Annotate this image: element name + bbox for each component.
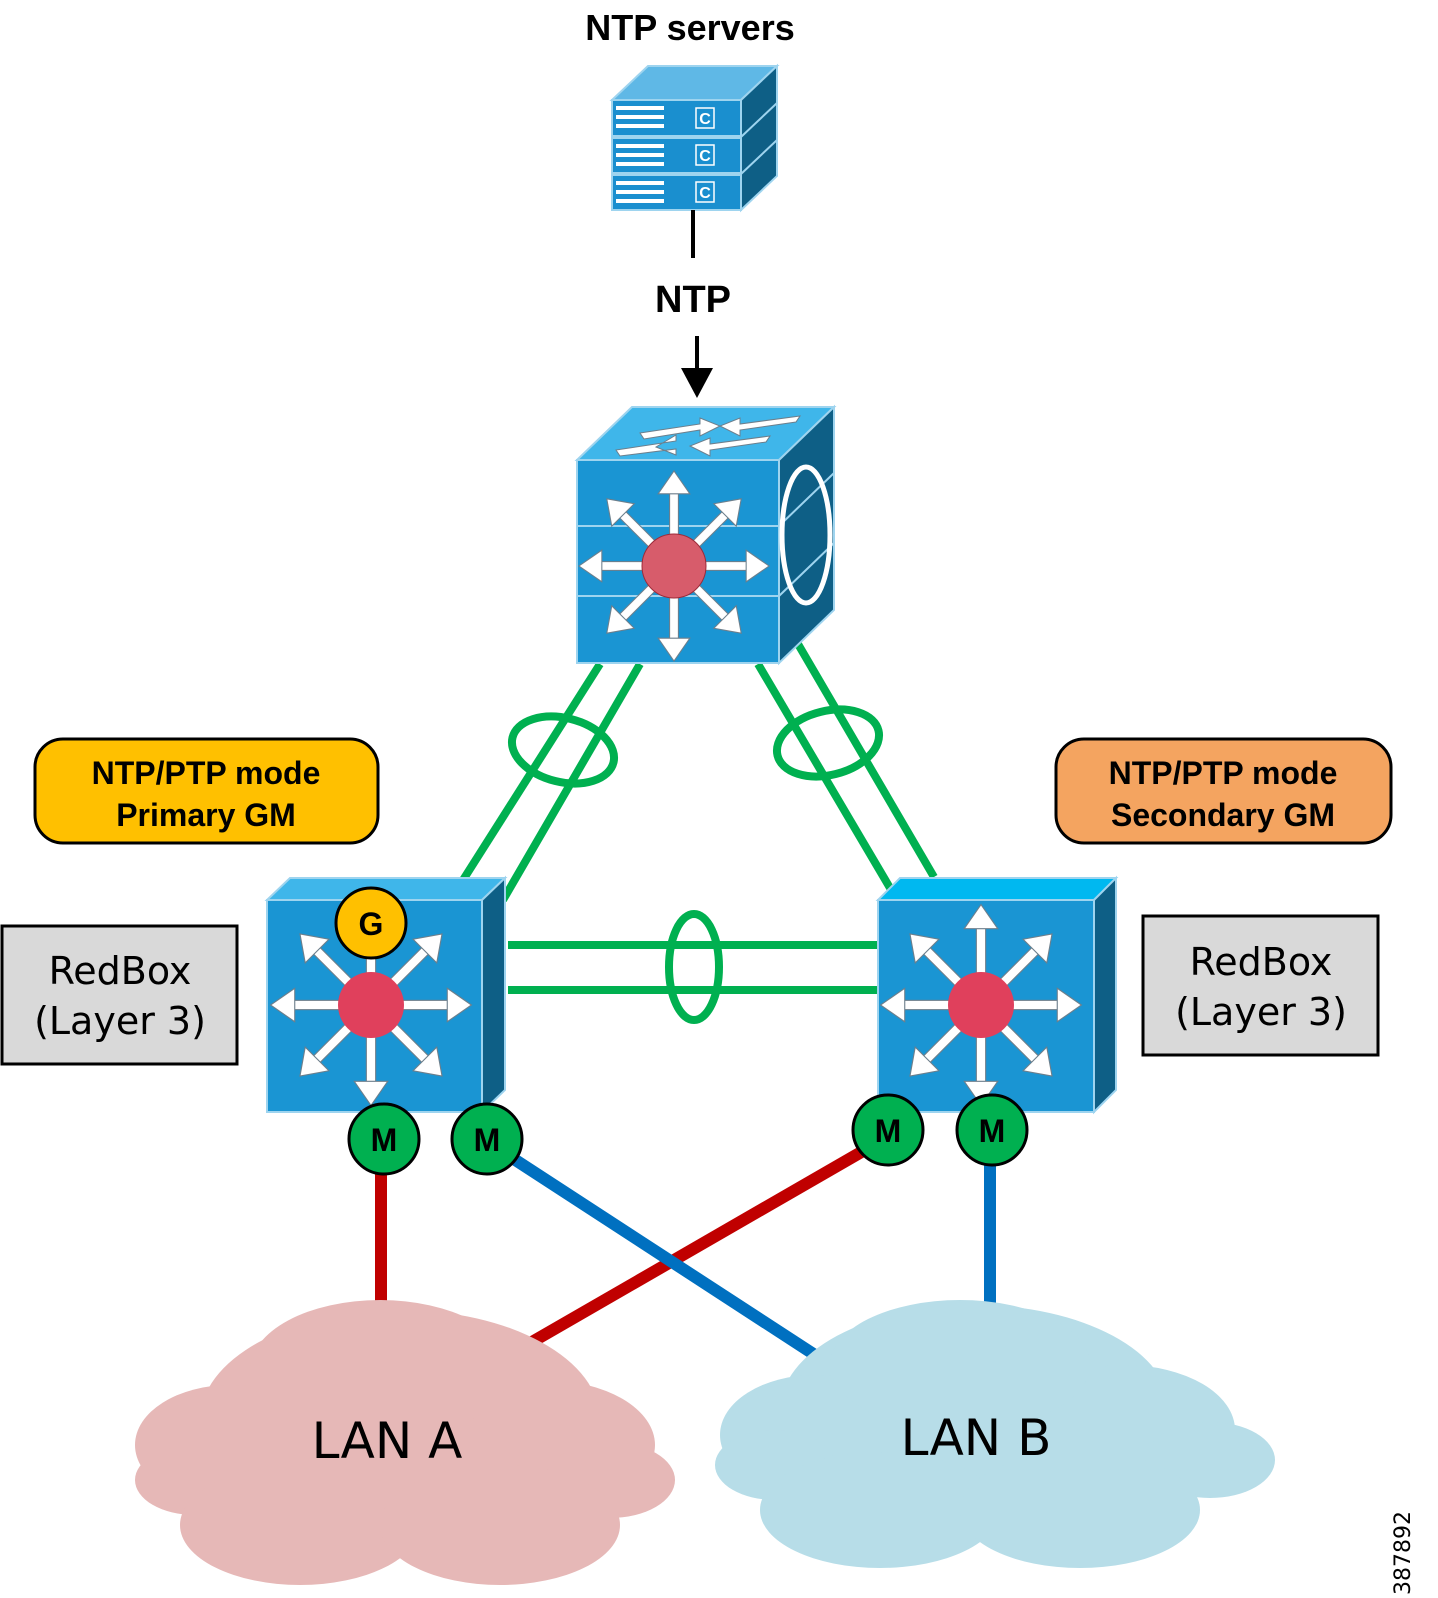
svg-text:Secondary GM: Secondary GM	[1111, 797, 1335, 833]
ntp-label: NTP	[655, 279, 731, 321]
lan-a-cloud: LAN A	[135, 1300, 675, 1585]
svg-text:RedBox: RedBox	[1190, 940, 1333, 984]
core-left-link	[459, 661, 644, 903]
master-badge: M	[851, 1093, 925, 1167]
svg-text:Primary GM: Primary GM	[116, 797, 296, 833]
core-switch-icon	[574, 404, 837, 666]
inter-switch-link	[508, 910, 878, 1024]
ntp-server-icon: C C C	[609, 63, 780, 213]
secondary-switch-icon	[875, 875, 1119, 1115]
svg-text:M: M	[875, 1113, 902, 1149]
svg-text:RedBox: RedBox	[49, 949, 192, 993]
secondary-gm-box: NTP/PTP mode Secondary GM	[1054, 737, 1393, 845]
svg-text:M: M	[371, 1122, 398, 1158]
master-badge: M	[347, 1102, 421, 1176]
redbox-right-label: RedBox (Layer 3)	[1141, 914, 1380, 1057]
svg-text:(Layer 3): (Layer 3)	[1175, 990, 1347, 1034]
svg-text:C: C	[699, 185, 711, 202]
lan-b-label: LAN B	[901, 1409, 1052, 1467]
primary-gm-box: NTP/PTP mode Primary GM	[33, 737, 380, 845]
figure-id: 387892	[1391, 1511, 1416, 1595]
core-right-link	[754, 641, 938, 896]
svg-text:NTP/PTP mode: NTP/PTP mode	[1109, 755, 1338, 791]
lan-b-cloud: LAN B	[715, 1300, 1275, 1568]
ntp-arrow-icon	[681, 336, 713, 398]
redbox-left-label: RedBox (Layer 3)	[0, 924, 239, 1066]
svg-text:(Layer 3): (Layer 3)	[34, 999, 206, 1043]
svg-text:M: M	[979, 1113, 1006, 1149]
svg-text:C: C	[699, 111, 711, 128]
svg-text:NTP/PTP mode: NTP/PTP mode	[92, 755, 321, 791]
svg-text:M: M	[474, 1122, 501, 1158]
grandmaster-badge: G	[334, 886, 408, 960]
lan-b-link-left	[496, 1144, 819, 1361]
svg-text:C: C	[699, 148, 711, 165]
lan-a-label: LAN A	[312, 1412, 463, 1470]
master-badge: M	[450, 1102, 524, 1176]
master-badge: M	[955, 1093, 1029, 1167]
svg-text:G: G	[359, 906, 384, 942]
diagram-title: NTP servers	[585, 7, 794, 48]
